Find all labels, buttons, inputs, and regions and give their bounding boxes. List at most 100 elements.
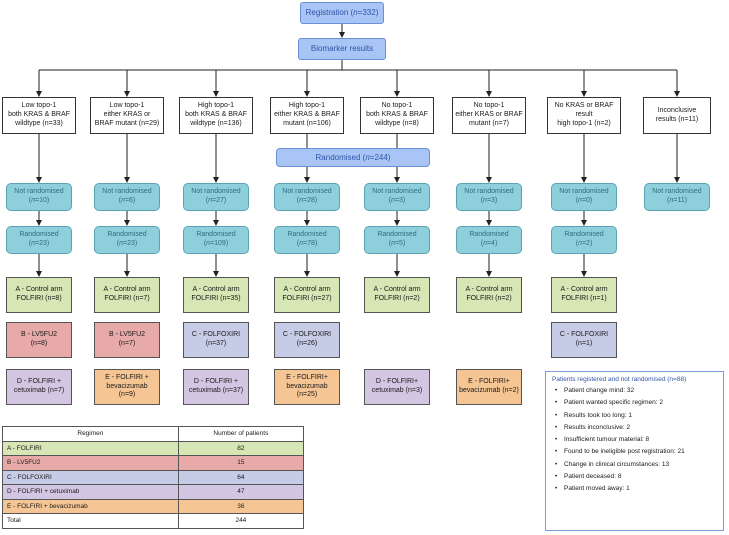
- arm-box-2-1-line: (n=37): [205, 340, 227, 347]
- arm-box-0-1-line: B - LV5FU2: [20, 331, 58, 339]
- arm-box-4-0-line: A - Control arm: [373, 286, 421, 294]
- arm-box-6-1: C - FOLFOXIRI(n=1): [551, 322, 617, 358]
- not-randomised-box-1-label: Not randomised: [102, 188, 152, 196]
- arm-box-4-2: D - FOLFIRI+cetuximab (n=3): [364, 369, 430, 405]
- panel-item: Results inconclusive: 2: [555, 424, 717, 431]
- group-box-1-line: BRAF mutant (n=29): [94, 119, 160, 127]
- arm-box-0-0-line: FOLFIRI (n=8): [16, 295, 62, 302]
- arm-box-2-2: D - FOLFIRI +cetuximab (n=37): [183, 369, 249, 405]
- group-box-6-line: No KRAS or BRAF: [554, 102, 614, 110]
- arm-box-1-2-line: E - FOLFIRI +: [105, 373, 149, 381]
- randomised-box-1-count: (n=23): [116, 240, 138, 247]
- randomised-box-2-count: (n=109): [203, 240, 229, 247]
- panel-item: Patient wanted specific regimen: 2: [555, 399, 717, 406]
- regimen-cell: D - FOLFIRI + cetuximab: [2, 484, 179, 500]
- arm-box-4-2-line: D - FOLFIRI+: [375, 378, 419, 386]
- group-box-0-line: Low topo-1: [21, 102, 57, 110]
- randomised-total-label: Randomised (: [315, 152, 366, 162]
- randomised-box-2-label: Randomised: [196, 231, 236, 239]
- registration-value: =332): [357, 8, 379, 17]
- group-box-2-line: both KRAS & BRAF: [185, 111, 247, 119]
- not-randomised-box-6-count: (n=0): [575, 197, 593, 204]
- arm-box-1-0-line: A - Control arm: [103, 286, 151, 294]
- arm-box-1-0-line: FOLFIRI (n=7): [104, 295, 150, 302]
- panel-title: Patients registered and not randomised (…: [552, 376, 687, 383]
- arm-box-3-1-line: (n=26): [296, 340, 318, 347]
- not-randomised-box-4-count: (n=3): [388, 197, 406, 204]
- randomised-box-5: Randomised(n=4): [456, 226, 522, 254]
- not-randomised-panel: Patients registered and not randomised (…: [545, 371, 724, 531]
- group-box-1-line: either KRAS or: [103, 111, 151, 119]
- arm-box-6-1-line: C - FOLFOXIRI: [559, 331, 609, 339]
- group-box-4-line: No topo-1: [381, 102, 413, 110]
- table-header-count: Number of patients: [177, 426, 305, 442]
- group-box-3-line: High topo-1: [288, 102, 326, 110]
- arm-box-0-1: B - LV5FU2(n=8): [6, 322, 72, 358]
- randomised-box-0: Randomised(n=23): [6, 226, 72, 254]
- arm-box-2-2-line: D - FOLFIRI +: [193, 378, 239, 386]
- arm-box-0-2-line: cetuximab (n=7): [13, 387, 65, 394]
- arm-box-1-2-line: (n=9): [118, 391, 136, 399]
- registration-label: Registration (: [305, 8, 354, 17]
- arm-box-5-0-line: FOLFIRI (n=2): [466, 295, 512, 302]
- regimen-cell: B - LV5FU2: [2, 455, 179, 471]
- registration-n: n: [353, 8, 358, 17]
- arm-box-3-0-line: FOLFIRI (n=27): [282, 295, 332, 302]
- table-header-row: Regimen Number of patients: [2, 426, 305, 442]
- arm-box-5-2-line: E - FOLFIRI+: [468, 378, 510, 386]
- arm-box-4-0-line: FOLFIRI (n=2): [374, 295, 420, 302]
- regimen-cell: C - FOLFOXIRI: [2, 469, 179, 485]
- arm-box-1-1-line: B - LV5FU2: [108, 331, 146, 339]
- randomised-box-1-label: Randomised: [107, 231, 147, 239]
- arm-box-6-1-line: (n=1): [575, 340, 593, 347]
- arm-box-5-0-line: A - Control arm: [465, 286, 513, 294]
- arm-box-2-1-line: C - FOLFOXIRI: [191, 331, 241, 339]
- panel-item: Patient change mind: 32: [555, 387, 717, 394]
- table-header-regimen: Regimen: [2, 426, 179, 442]
- arm-box-6-0-line: A - Control arm: [560, 286, 608, 294]
- arm-box-3-1-line: C - FOLFOXIRI: [282, 331, 332, 339]
- arm-box-5-2: E - FOLFIRI+bevacizumab (n=2): [456, 369, 522, 405]
- biomarker-box: Biomarker results: [298, 38, 386, 60]
- arm-box-1-2: E - FOLFIRI +bevacizumab(n=9): [94, 369, 160, 405]
- count-cell: 47: [177, 484, 305, 500]
- panel-item: Insufficient tumour material: 8: [555, 436, 717, 443]
- not-randomised-box-3: Not randomised(n=28): [274, 183, 340, 211]
- arm-box-4-2-line: cetuximab (n=3): [371, 387, 423, 394]
- randomised-box-1: Randomised(n=23): [94, 226, 160, 254]
- count-cell: 82: [177, 440, 305, 456]
- arm-box-1-1-line: (n=7): [118, 340, 136, 347]
- group-box-3-line: either KRAS & BRAF: [274, 111, 340, 119]
- arm-box-2-2-line: cetuximab (n=37): [188, 387, 244, 394]
- arm-box-3-2-line: bevacizumab (n=25): [286, 382, 328, 399]
- not-randomised-box-2-label: Not randomised: [191, 188, 241, 196]
- regimen-cell: A - FOLFIRI: [2, 440, 179, 456]
- arm-box-3-2: E - FOLFIRI+bevacizumab (n=25): [274, 369, 340, 405]
- randomised-box-6: Randomised(n=2): [551, 226, 617, 254]
- count-cell: 15: [177, 455, 305, 471]
- not-randomised-box-7-count: (n=11): [667, 197, 687, 204]
- arm-box-0-2: D - FOLFIRI +cetuximab (n=7): [6, 369, 72, 405]
- panel-list: Patient change mind: 32 Patient wanted sp…: [552, 387, 717, 492]
- group-box-4-line: both KRAS & BRAF: [366, 111, 428, 119]
- group-box-1-line: Low topo-1: [109, 102, 145, 110]
- not-randomised-box-2-count: (n=27): [205, 197, 227, 204]
- group-box-0-line: both KRAS & BRAF: [8, 111, 70, 119]
